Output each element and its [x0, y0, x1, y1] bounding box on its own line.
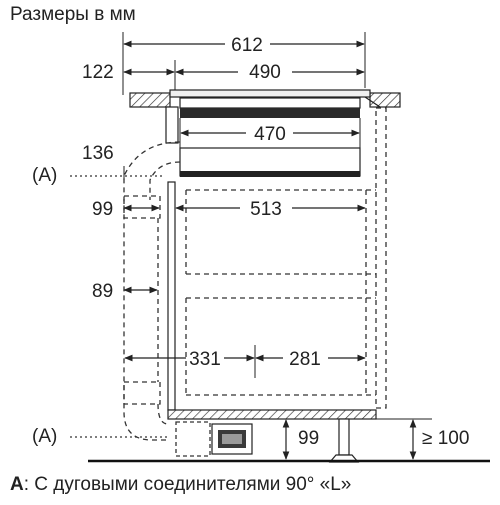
- diagram-title: Размеры в мм: [10, 4, 136, 25]
- footnote: A: С дуговыми соединителями 90° «L»: [10, 474, 351, 495]
- cabinet-dashed: [185, 107, 387, 409]
- dim-136-label: 136: [82, 143, 114, 164]
- dim-100-plinth-label: ≥ 100: [422, 428, 469, 449]
- dim-470-label: 470: [254, 124, 286, 145]
- worktop-right: [369, 92, 401, 108]
- dim-99-duct: 99: [92, 199, 160, 220]
- dim-122-label: 122: [82, 62, 114, 83]
- dim-100-plinth: ≥ 100: [376, 418, 469, 460]
- callout-a-upper: (A): [32, 165, 57, 186]
- footnote-text: : С дуговыми соединителями 90° «L»: [24, 474, 352, 495]
- dim-331: 331: [124, 349, 255, 370]
- hob-base: [180, 108, 360, 118]
- dim-89-label: 89: [92, 281, 113, 302]
- hob-bracket: [165, 106, 179, 144]
- dim-99-plinth-label: 99: [298, 428, 319, 449]
- dim-470: 470: [180, 124, 360, 145]
- dim-513: 513: [175, 199, 366, 220]
- dim-99-duct-label: 99: [92, 199, 113, 220]
- cabinet-leg: [328, 418, 360, 463]
- plinth-duct: [175, 421, 253, 457]
- dim-612: 612: [123, 35, 365, 56]
- dim-513-label: 513: [250, 199, 282, 220]
- cabinet-side-panel: [167, 181, 176, 411]
- dim-122: 122: [82, 62, 175, 83]
- worktop-left: [129, 92, 171, 108]
- dim-490: 490: [175, 62, 365, 83]
- callout-a-lower: (A): [32, 426, 57, 447]
- dim-99-plinth: 99: [282, 419, 319, 460]
- hob-glass: [169, 89, 371, 98]
- dim-331-label: 331: [189, 349, 221, 370]
- dim-136: 136: [82, 143, 125, 180]
- dim-89: 89: [92, 281, 158, 302]
- hob-body: [179, 97, 361, 109]
- duct-dashed: [123, 141, 181, 441]
- dim-281-label: 281: [289, 349, 321, 370]
- dim-612-label: 612: [231, 35, 263, 56]
- footnote-letter: A: [10, 474, 24, 495]
- dim-281: 281: [255, 349, 366, 370]
- cabinet-floor: [167, 409, 377, 420]
- dim-490-label: 490: [249, 62, 281, 83]
